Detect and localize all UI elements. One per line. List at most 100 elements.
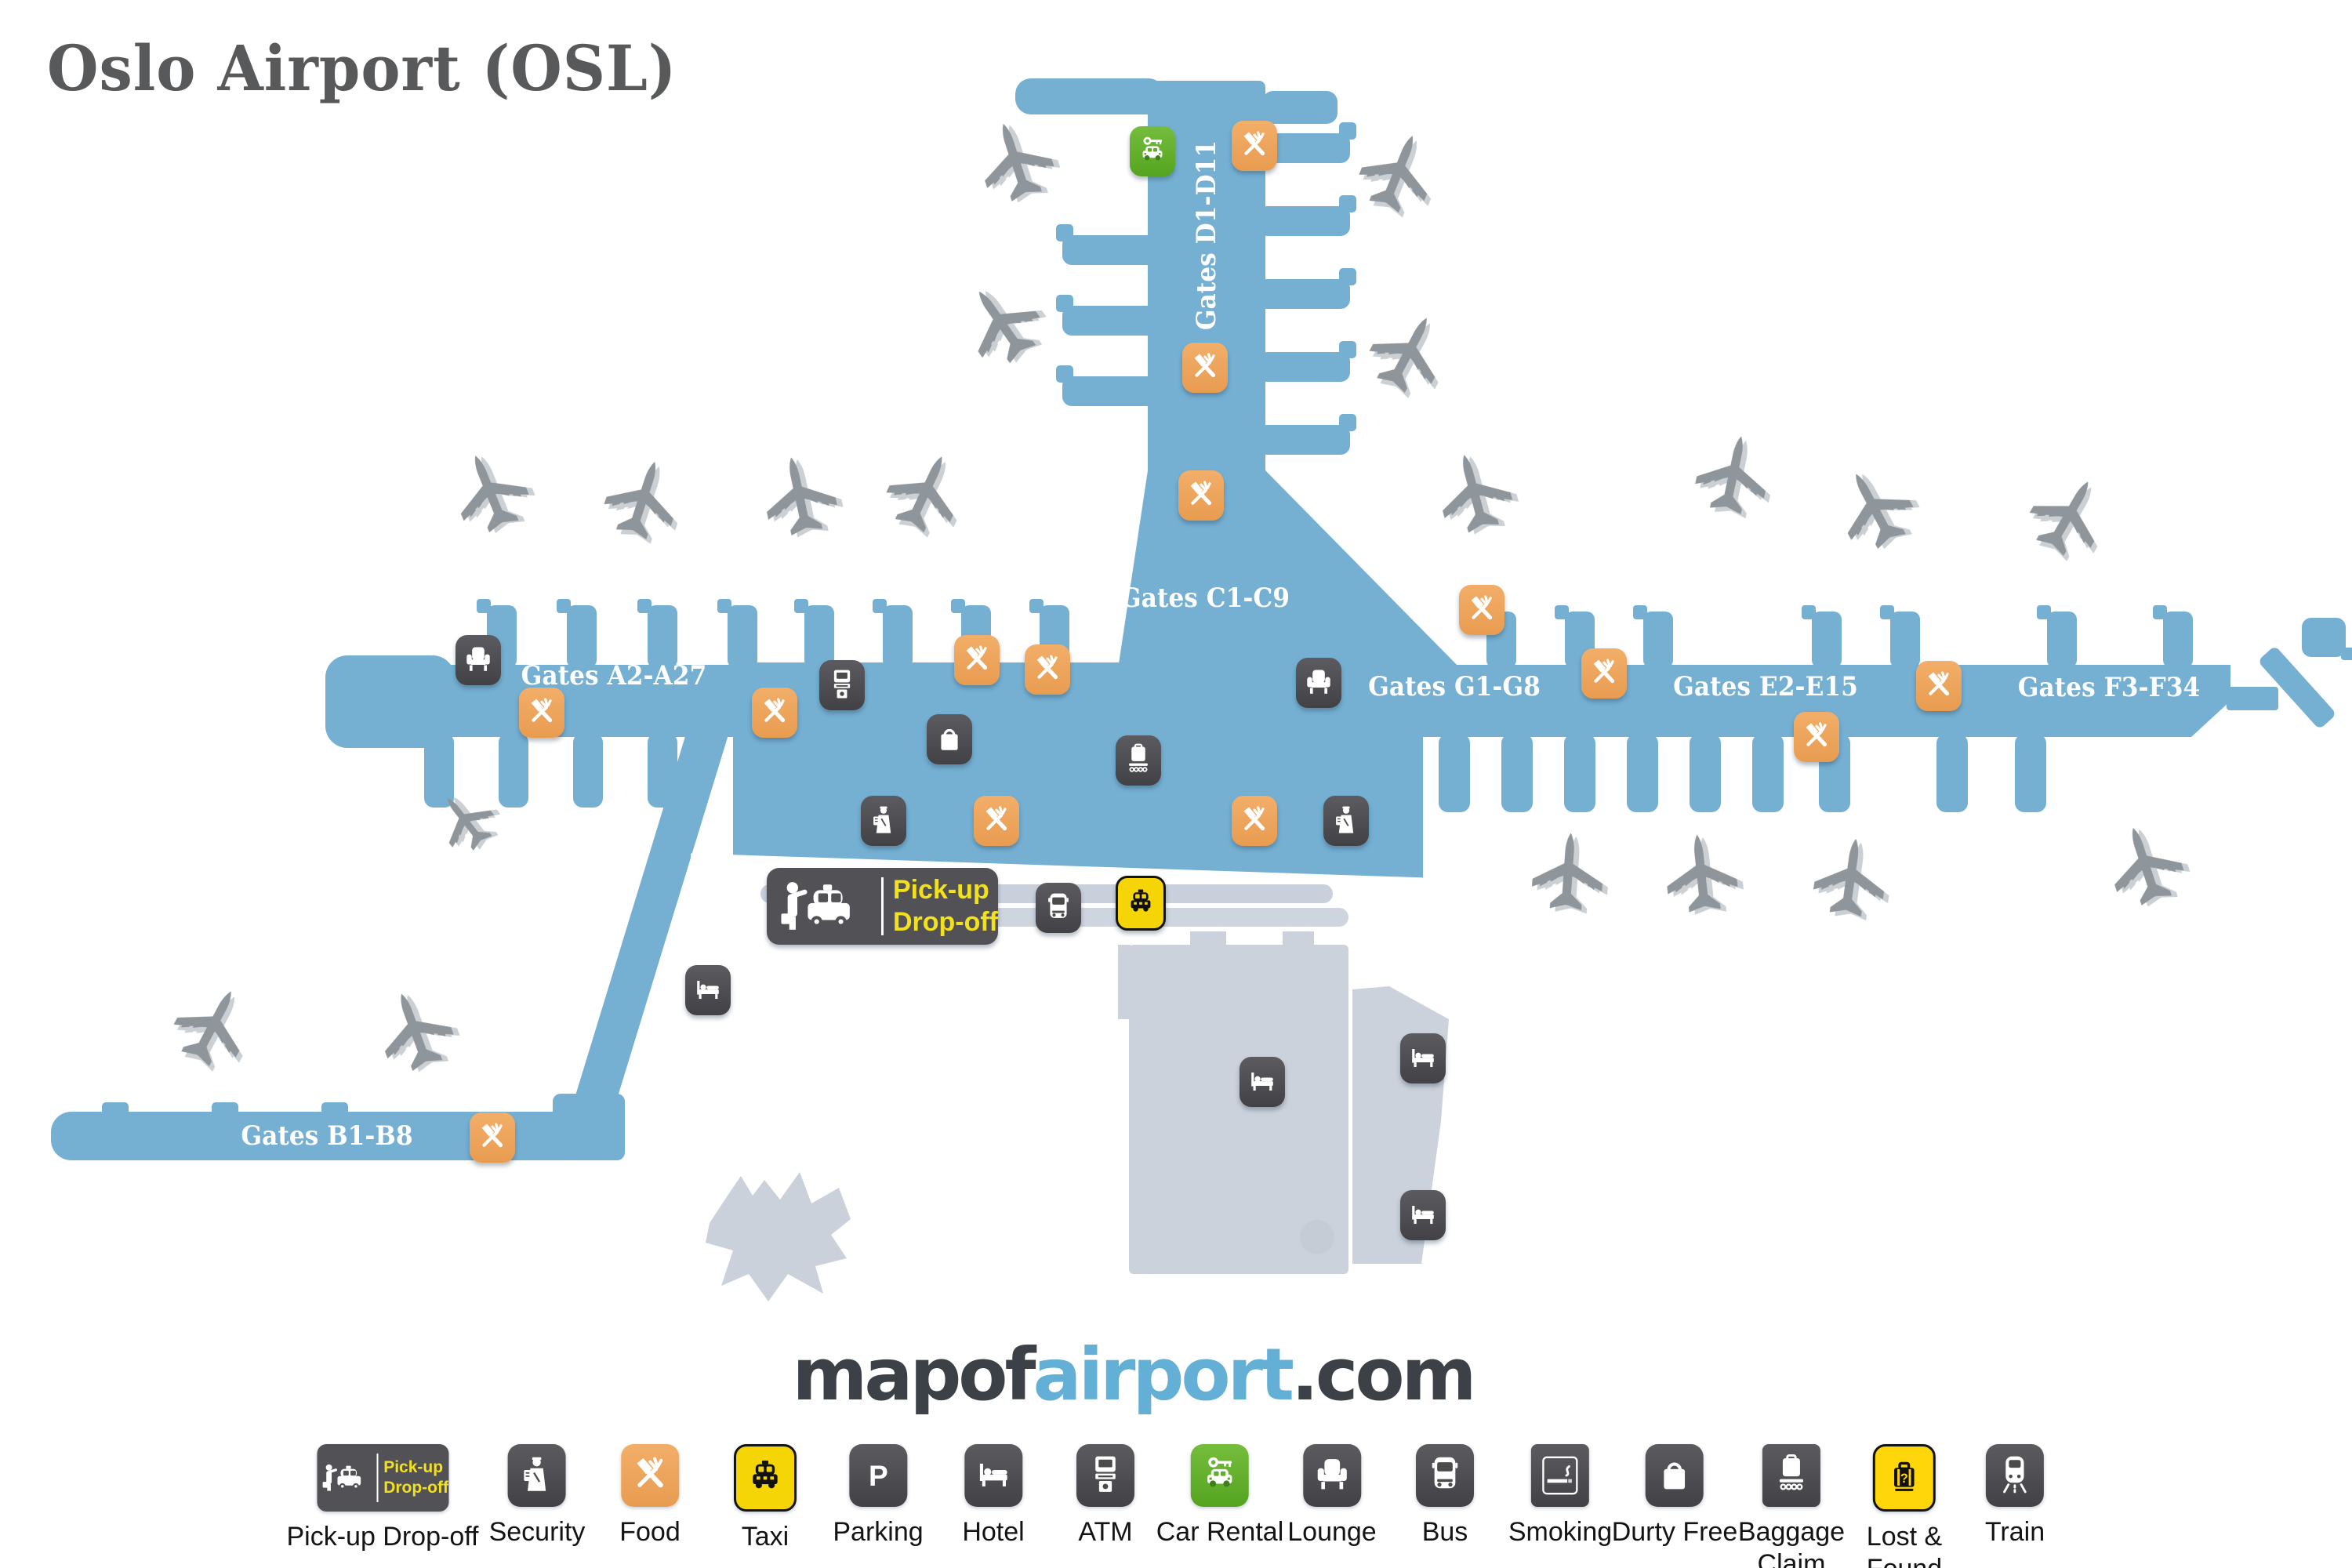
terminal-section bbox=[1633, 605, 1647, 619]
amenity-food-icon bbox=[519, 688, 564, 738]
legend-hotel-icon bbox=[964, 1444, 1022, 1507]
terminal-section bbox=[2227, 687, 2278, 710]
gate-label: Gates G1-G8 bbox=[1368, 671, 1541, 702]
legend-label: Parking bbox=[833, 1517, 924, 1547]
terminal-section bbox=[1258, 206, 1350, 236]
legend-item-food: Food bbox=[619, 1444, 681, 1548]
amenity-security-icon bbox=[861, 796, 906, 846]
terminal-section bbox=[1339, 341, 1356, 358]
terminal-section bbox=[499, 733, 528, 808]
terminal-section bbox=[804, 605, 834, 668]
legend-dutyfree-icon bbox=[1646, 1444, 1704, 1507]
airplane-icon bbox=[359, 976, 472, 1089]
terminal-section bbox=[1258, 425, 1350, 455]
gate-label: Gates F3-F34 bbox=[2017, 672, 2201, 703]
airplane-icon bbox=[434, 437, 548, 551]
terminal-section bbox=[567, 605, 597, 668]
amenity-food-icon bbox=[1178, 470, 1224, 521]
gate-label: Gates A2-A27 bbox=[521, 660, 707, 691]
building-wing bbox=[1118, 945, 1131, 1019]
amenity-hotel-icon bbox=[1400, 1190, 1446, 1240]
terminal-section bbox=[1439, 734, 1470, 812]
amenity-food-icon bbox=[1232, 796, 1277, 846]
parking-garage-building bbox=[1129, 945, 1348, 1274]
sign-line-pickup: Pick-up bbox=[892, 875, 989, 905]
terminal-section bbox=[637, 599, 652, 613]
airplane-icon bbox=[1340, 117, 1454, 231]
terminal-section bbox=[1936, 734, 1968, 812]
amenity-food-icon bbox=[1581, 648, 1627, 699]
airplane-icon bbox=[1653, 827, 1749, 924]
watermark-mapof: mapof bbox=[792, 1333, 1036, 1417]
terminal-section bbox=[2153, 605, 2167, 619]
terminal-section bbox=[648, 605, 677, 668]
legend-item-car-rental: Car Rental bbox=[1156, 1444, 1283, 1548]
gate-label: Gates D1-D11 bbox=[1191, 140, 1222, 331]
terminal-section bbox=[1501, 734, 1533, 812]
legend-item-lostfound: Lost & Found bbox=[1867, 1444, 1942, 1568]
terminal-section bbox=[794, 599, 808, 613]
amenity-security-icon bbox=[1323, 796, 1369, 846]
legend-label: Security bbox=[488, 1517, 586, 1547]
watermark-airport: airport bbox=[1033, 1333, 1294, 1417]
legend-label: Food bbox=[619, 1517, 681, 1547]
terminal-section bbox=[873, 599, 887, 613]
terminal-section bbox=[2341, 648, 2352, 660]
legend-label: Lost & Found bbox=[1866, 1522, 1943, 1568]
airplane-icon bbox=[748, 446, 852, 550]
legend-label: Lounge bbox=[1287, 1517, 1377, 1547]
terminal-section bbox=[2015, 734, 2046, 812]
amenity-food-icon bbox=[752, 688, 797, 738]
airplane-icon bbox=[1681, 425, 1785, 529]
amenity-food-icon bbox=[1459, 585, 1504, 635]
airplane-icon bbox=[866, 436, 983, 553]
legend-lostfound-icon bbox=[1873, 1444, 1936, 1512]
airplane-icon bbox=[1348, 295, 1466, 413]
terminal-section bbox=[573, 733, 603, 808]
legend-item-parking: Parking bbox=[833, 1444, 924, 1548]
terminal-section bbox=[1880, 605, 1894, 619]
terminal-section bbox=[1802, 605, 1816, 619]
terminal-section bbox=[212, 1102, 238, 1115]
legend-item-security: Security bbox=[488, 1444, 586, 1548]
amenity-baggage-icon bbox=[1116, 735, 1161, 786]
terminal-section bbox=[2037, 605, 2051, 619]
legend-label: Pick-up Drop-off bbox=[286, 1522, 479, 1552]
terminal-section bbox=[2047, 612, 2077, 668]
amenity-hotel-icon bbox=[1240, 1057, 1285, 1107]
legend-train-icon bbox=[1985, 1444, 2044, 1507]
terminal-section bbox=[1812, 612, 1842, 668]
amenity-food-icon bbox=[1025, 644, 1070, 695]
page-title: Oslo Airport (OSL) bbox=[47, 31, 677, 105]
terminal-section bbox=[728, 605, 757, 668]
legend-label: Bus bbox=[1421, 1517, 1468, 1547]
airplane-icon bbox=[586, 445, 697, 556]
amenity-lounge-icon bbox=[456, 635, 501, 685]
terminal-section bbox=[1029, 599, 1044, 613]
terminal-section bbox=[1062, 306, 1156, 336]
terminal-section bbox=[1627, 734, 1658, 812]
amenity-car-rental-icon bbox=[1130, 126, 1175, 176]
terminal-section bbox=[1643, 612, 1673, 668]
watermark-com: .com bbox=[1290, 1333, 1477, 1417]
airplane-icon bbox=[1421, 441, 1528, 548]
airplane-icon bbox=[960, 107, 1071, 218]
terminal-section bbox=[1117, 470, 1466, 674]
legend-item-atm: ATM bbox=[1076, 1444, 1134, 1548]
legend-item-train: Train bbox=[1985, 1444, 2045, 1548]
legend-label: Train bbox=[1984, 1517, 2045, 1547]
amenity-food-icon bbox=[1794, 712, 1839, 762]
terminal-section bbox=[1056, 224, 1073, 241]
legend-item-dutyfree: Durty Free bbox=[1612, 1444, 1737, 1548]
legend-label: Hotel bbox=[962, 1517, 1025, 1547]
terminal-section bbox=[102, 1102, 129, 1115]
terminal-section bbox=[717, 599, 731, 613]
legend-item-bus: Bus bbox=[1416, 1444, 1474, 1548]
legend-label: ATM bbox=[1078, 1517, 1133, 1547]
legend-food-icon bbox=[621, 1444, 679, 1507]
airplane-icon bbox=[1521, 827, 1615, 921]
